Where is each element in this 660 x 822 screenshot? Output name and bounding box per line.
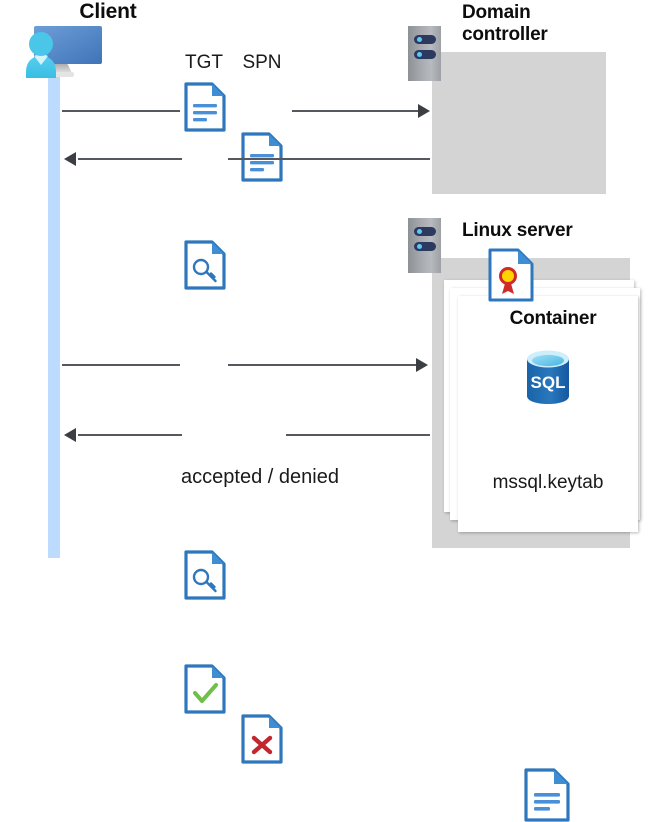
flow-2-arrowhead — [64, 152, 76, 166]
rack-bar-top — [414, 35, 436, 44]
flow-2-line-left — [78, 158, 182, 160]
label-mssql-keytab: mssql.keytab — [492, 472, 604, 493]
page-title-linux-server: Linux server — [462, 220, 573, 241]
rack-bar-bottom — [414, 50, 436, 59]
rack-led-icon — [417, 52, 422, 57]
document-icon — [241, 132, 660, 182]
document-icon — [184, 82, 660, 132]
rack-bar-bottom — [414, 242, 436, 251]
flow-3-line-right — [228, 364, 418, 366]
flow-1-line-right — [292, 110, 420, 112]
page-title-domain-controller: Domain controller — [462, 2, 652, 47]
domain-controller-panel — [432, 52, 606, 194]
key-document-icon — [184, 240, 660, 290]
page-title-client: Client — [79, 0, 137, 23]
flow-4-line-left — [78, 434, 182, 436]
flow-2-line-right — [228, 158, 430, 160]
rack-led-icon — [417, 244, 422, 249]
domain-controller-title-line1: Domain — [462, 2, 531, 23]
flow-4-line-right — [286, 434, 430, 436]
flow-4-arrowhead — [64, 428, 76, 442]
flow-3-line-left — [62, 364, 180, 366]
flow-1-arrowhead — [418, 104, 430, 118]
flow-3-arrowhead — [416, 358, 428, 372]
rack-led-icon — [417, 229, 422, 234]
sql-database-icon: SQL — [520, 348, 576, 413]
server-rack-icon — [408, 26, 441, 81]
flow-1-line-left — [62, 110, 180, 112]
check-document-icon — [184, 664, 660, 714]
server-rack-icon — [408, 218, 441, 273]
client-lifeline — [48, 68, 60, 558]
label-spn: SPN — [242, 52, 282, 73]
container-card-front — [458, 296, 638, 532]
domain-controller-title-line2: controller — [462, 24, 548, 46]
certificate-document-icon — [488, 248, 660, 302]
label-accepted-denied: accepted / denied — [181, 466, 339, 488]
page-title-container: Container — [509, 308, 597, 329]
sql-database-label: SQL — [531, 373, 566, 392]
rack-led-icon — [417, 37, 422, 42]
document-icon — [524, 768, 660, 822]
x-document-icon — [241, 714, 660, 764]
client-workstation-icon — [8, 22, 128, 92]
rack-bar-top — [414, 227, 436, 236]
label-tgt: TGT — [185, 52, 223, 73]
